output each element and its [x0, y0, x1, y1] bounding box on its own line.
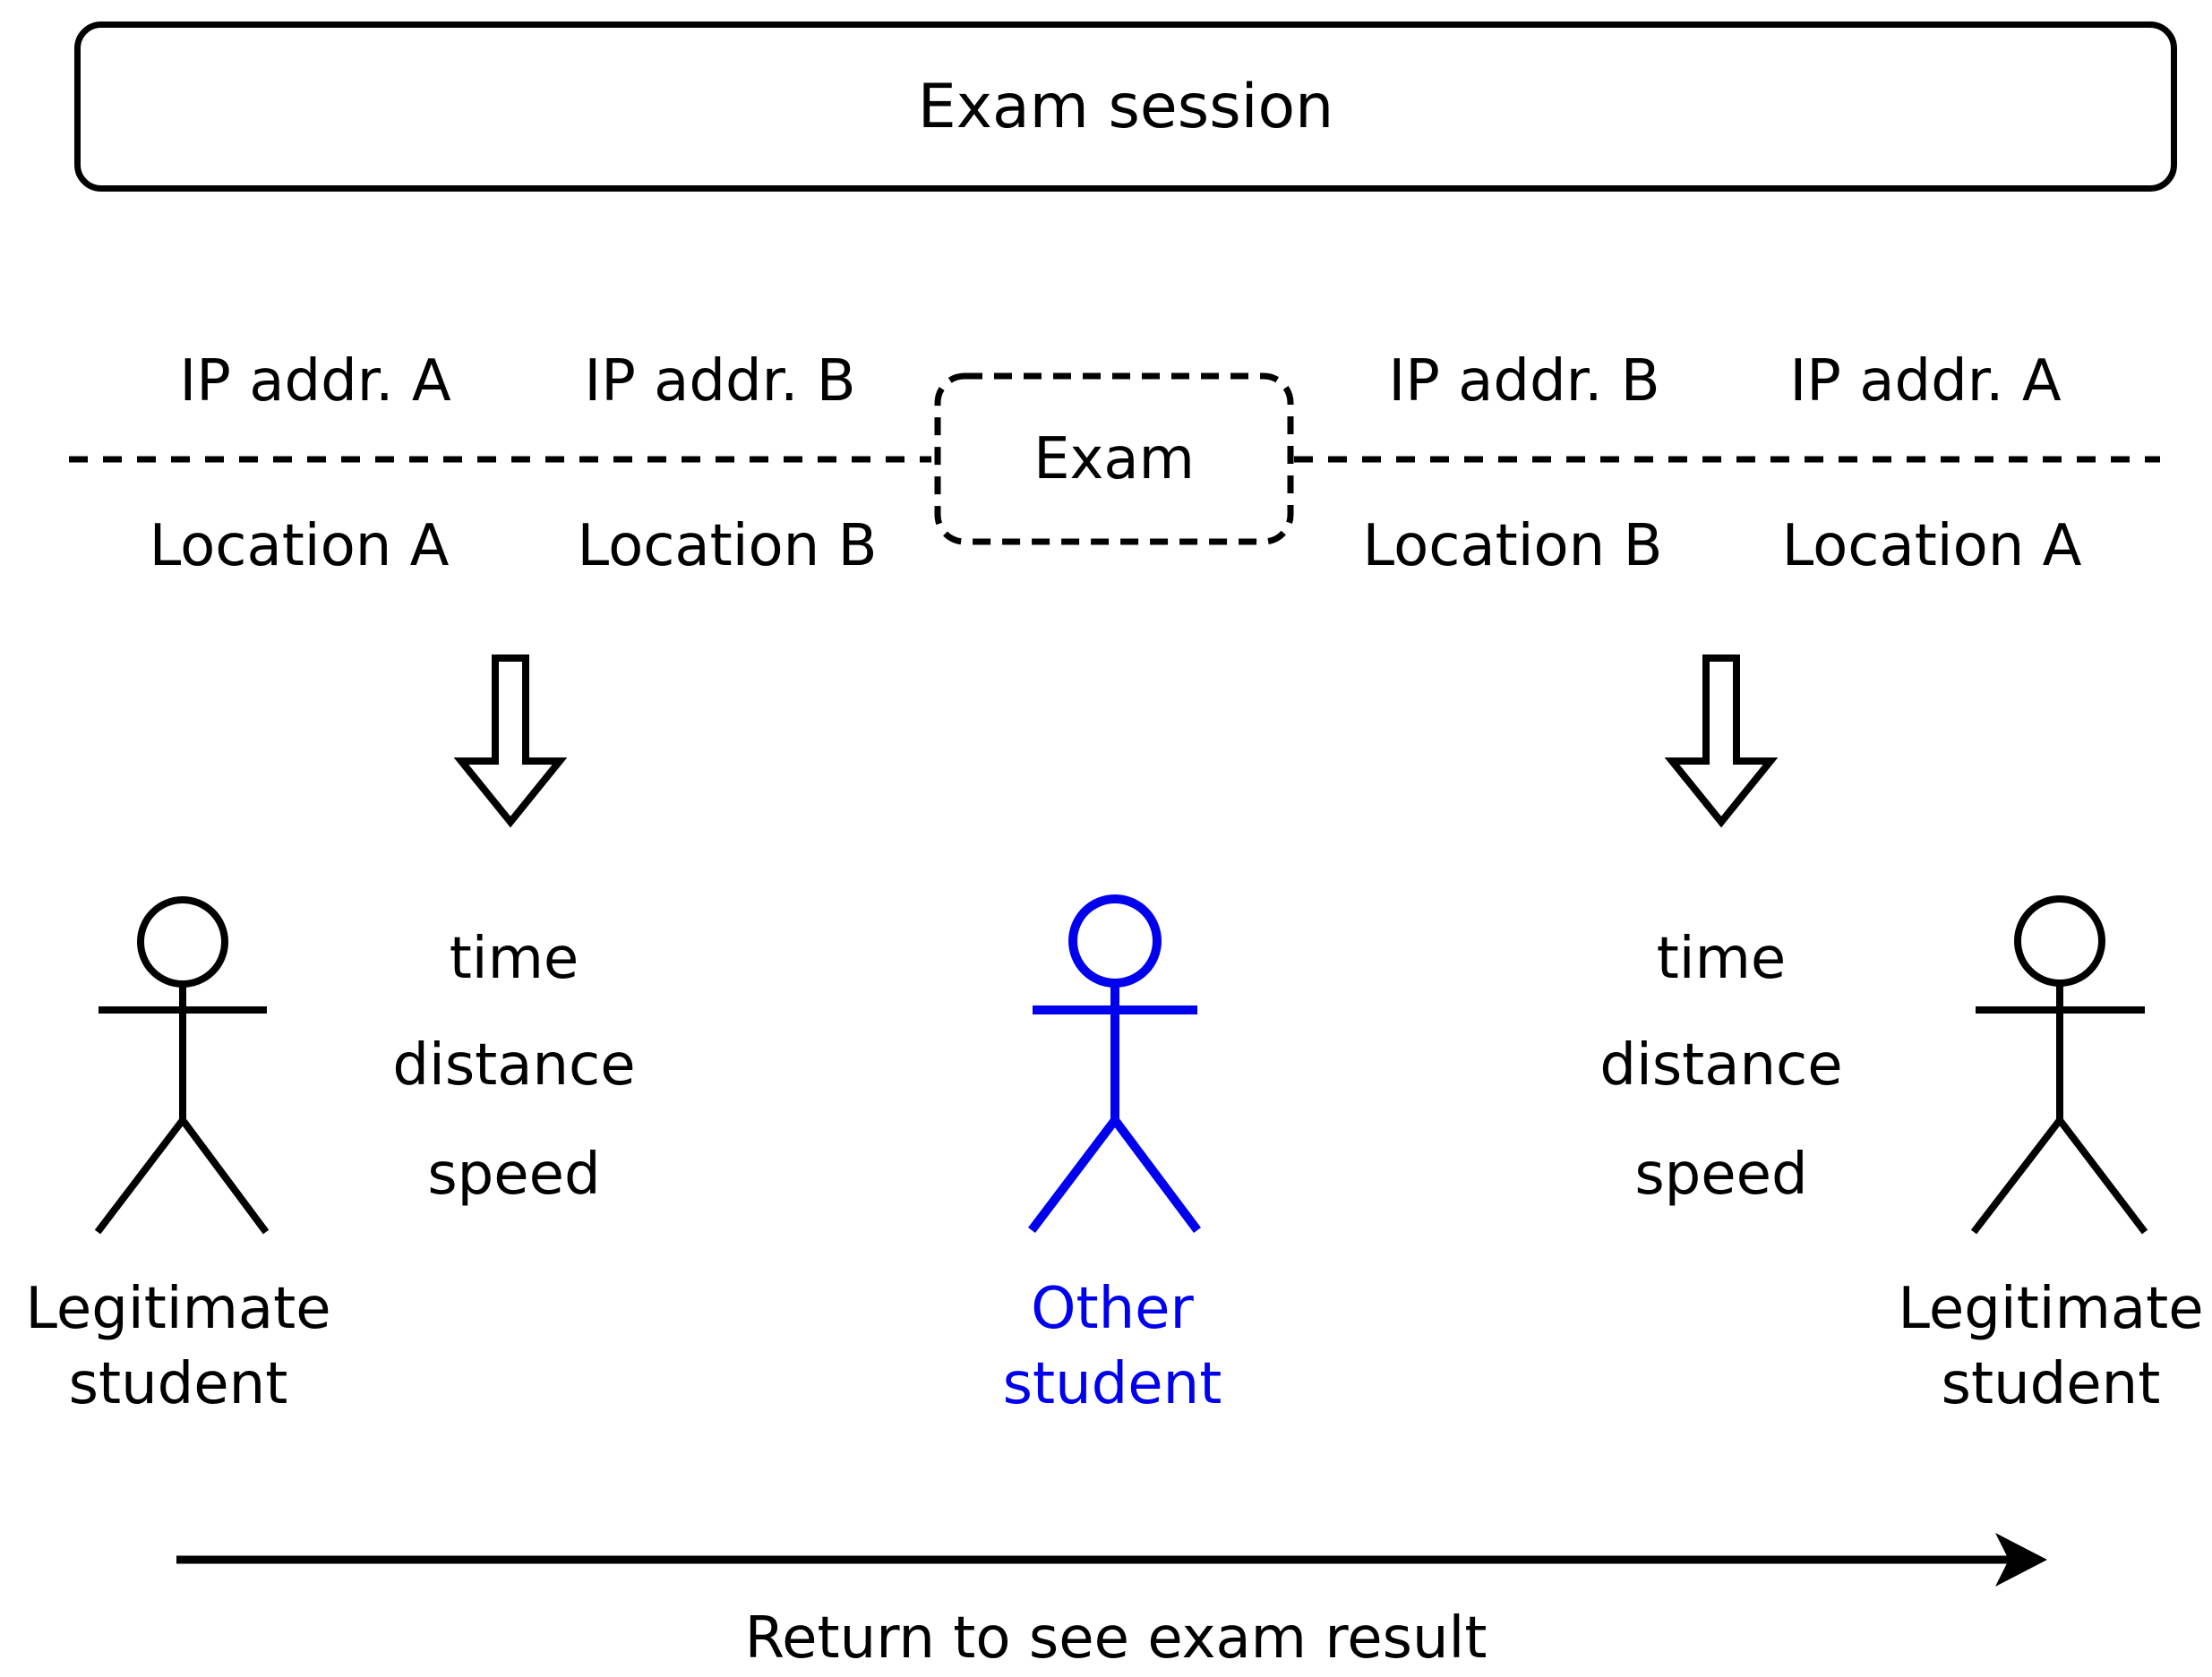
- legitimate-student-label-right: Legitimate student: [1898, 1271, 2203, 1422]
- legitimate-student-line2: student: [68, 1351, 288, 1417]
- location-label-1: Location A: [149, 513, 450, 579]
- return-arrow: [176, 1533, 2047, 1587]
- metric-time-left: time: [449, 926, 579, 992]
- ip-label-1: IP addr. A: [179, 348, 451, 415]
- exam-session-title: Exam session: [917, 71, 1334, 142]
- location-label-4: Location A: [1781, 513, 2082, 579]
- location-label-2: Location B: [577, 513, 878, 579]
- metric-speed-left: speed: [427, 1142, 601, 1208]
- stick-figure-other-student: [1028, 894, 1202, 1234]
- down-arrow-icon-right: [1664, 655, 1779, 828]
- down-arrow-icon-left: [453, 655, 568, 828]
- legitimate-student-label-left: Legitimate student: [25, 1271, 330, 1422]
- metric-time-right: time: [1656, 926, 1787, 992]
- legitimate-student-line1: Legitimate: [25, 1276, 331, 1342]
- metric-speed-right: speed: [1634, 1142, 1808, 1208]
- legitimate-student-line1: Legitimate: [1898, 1276, 2204, 1342]
- stick-figure-legitimate-right: [1970, 895, 2148, 1235]
- exam-box-outline: [934, 372, 1294, 545]
- ip-label-4: IP addr. A: [1789, 348, 2062, 415]
- arrowhead-icon: [1995, 1533, 2047, 1587]
- other-student-label: Other student: [1003, 1271, 1222, 1422]
- metric-distance-right: distance: [1599, 1032, 1843, 1099]
- other-student-line1: Other: [1031, 1276, 1194, 1342]
- exam-box-label: Exam: [1033, 426, 1195, 492]
- legitimate-student-line2: student: [1941, 1351, 2161, 1417]
- other-student-line2: student: [1002, 1351, 1222, 1417]
- stick-figure-legitimate-left: [94, 896, 270, 1235]
- ip-label-2: IP addr. B: [584, 348, 856, 415]
- location-label-3: Location B: [1362, 513, 1663, 579]
- ip-label-3: IP addr. B: [1388, 348, 1660, 415]
- return-caption: Return to see exam result: [744, 1605, 1488, 1672]
- metric-distance-left: distance: [392, 1032, 636, 1099]
- exam-session-box: Exam session: [74, 21, 2177, 192]
